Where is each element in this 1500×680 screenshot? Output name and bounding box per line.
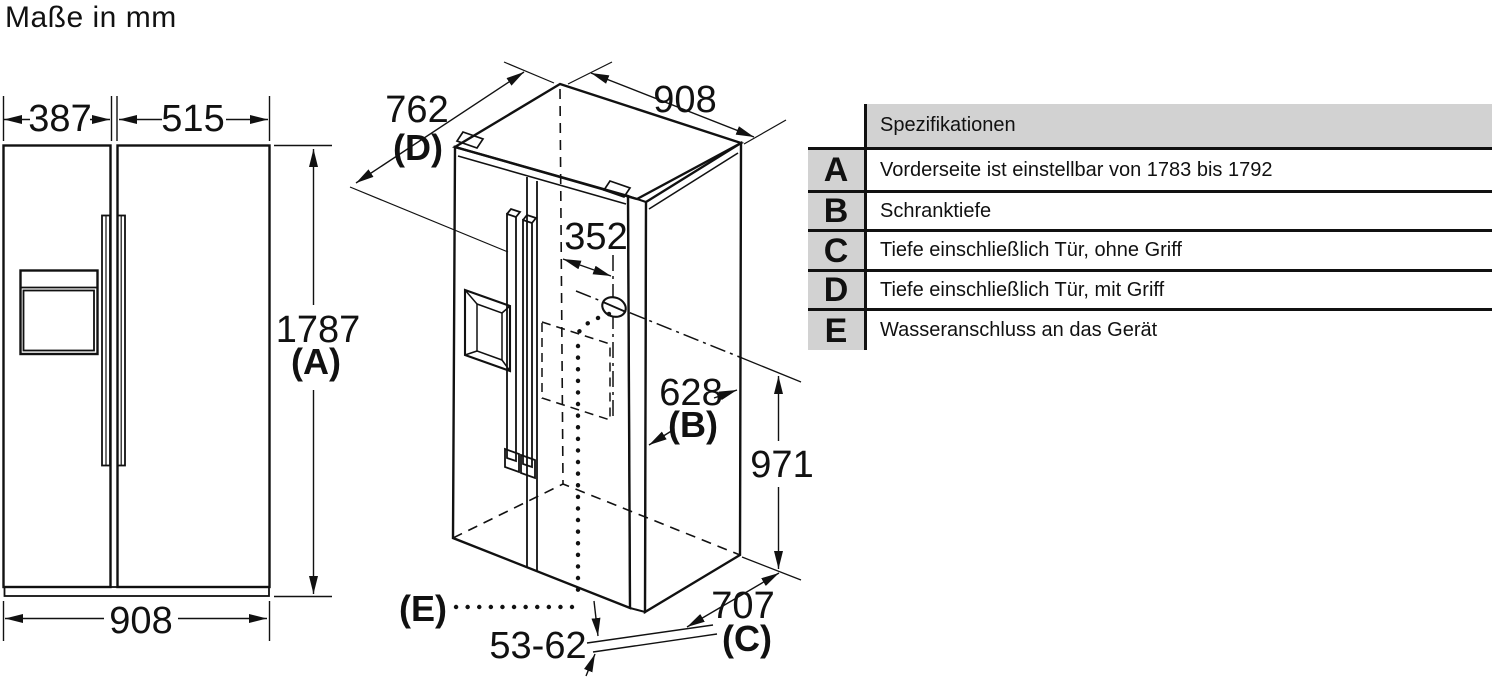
front-dispenser <box>19 269 99 356</box>
spec-table-header: Spezifikationen <box>867 104 1492 147</box>
iso-hidden-edges <box>452 88 741 556</box>
label-height-key: (A) <box>291 341 341 382</box>
label-right-door-width: 515 <box>161 98 224 140</box>
row-text: Tiefe einschließlich Tür, mit Griff <box>867 272 1492 308</box>
table-row: A Vorderseite ist einstellbar von 1783 b… <box>808 147 1492 190</box>
row-text: Tiefe einschließlich Tür, ohne Griff <box>867 232 1492 269</box>
water-connection-symbol <box>601 296 627 318</box>
dim-foot-range <box>584 600 601 677</box>
iso-hidden-compartment <box>541 320 611 422</box>
water-supply-dotted-path <box>453 311 612 610</box>
label-height: 1787 <box>276 309 361 351</box>
table-row: C Tiefe einschließlich Tür, ohne Griff <box>808 229 1492 269</box>
page-title: Maße in mm <box>5 1 177 34</box>
iso-view <box>451 82 802 653</box>
front-view-dimensions <box>2 96 332 641</box>
front-view <box>2 144 271 597</box>
table-row: E Wasseranschluss an das Gerät <box>808 308 1492 350</box>
front-left-door <box>2 144 112 589</box>
row-text: Wasseranschluss an das Gerät <box>867 311 1492 350</box>
dim-cabinet-depth <box>648 389 738 446</box>
label-door-depth: 707 <box>711 585 774 627</box>
iso-dispenser <box>463 288 512 373</box>
row-key: D <box>808 272 867 308</box>
row-text: Vorderseite ist einstellbar von 1783 bis… <box>867 150 1492 190</box>
label-depth-with-handle-key: (D) <box>393 127 443 168</box>
label-door-depth-key: (C) <box>722 618 772 659</box>
row-key: C <box>808 232 867 269</box>
label-left-door-width: 387 <box>28 98 91 140</box>
spec-table: Spezifikationen A Vorderseite ist einste… <box>808 104 1492 350</box>
front-door-handles <box>101 214 126 467</box>
iso-hinge-cap-right <box>602 179 632 199</box>
front-plinth <box>3 586 270 597</box>
label-top-width: 908 <box>653 79 716 121</box>
dim-depth-with-handle <box>349 61 555 253</box>
dim-total-width <box>2 601 271 641</box>
label-water-connection-key: (E) <box>399 588 447 629</box>
row-key: B <box>808 193 867 229</box>
spec-table-header-row: Spezifikationen <box>808 104 1492 147</box>
label-water-height: 971 <box>750 444 813 486</box>
dim-water-offset <box>562 258 612 277</box>
dim-door-depth <box>686 572 780 628</box>
spec-table-corner-cell <box>808 104 867 147</box>
table-row: D Tiefe einschließlich Tür, mit Griff <box>808 269 1492 308</box>
label-foot-range: 53-62 <box>489 625 586 667</box>
iso-dimensions <box>349 61 787 677</box>
label-cabinet-depth-key: (B) <box>668 404 718 445</box>
iso-door-edge-strip <box>626 194 648 614</box>
label-water-offset: 352 <box>564 216 627 258</box>
label-total-width: 908 <box>109 600 172 642</box>
label-depth-with-handle: 762 <box>385 89 448 131</box>
row-text: Schranktiefe <box>867 193 1492 229</box>
iso-door-handles <box>504 207 538 480</box>
floor-lines <box>586 624 718 653</box>
label-cabinet-depth: 628 <box>659 372 722 414</box>
dim-top-width <box>567 61 787 145</box>
table-row: B Schranktiefe <box>808 190 1492 229</box>
row-key: E <box>808 311 867 350</box>
row-key: A <box>808 150 867 190</box>
iso-hinge-cap-left <box>455 130 485 150</box>
front-right-door <box>116 144 271 589</box>
dim-height <box>274 144 332 598</box>
